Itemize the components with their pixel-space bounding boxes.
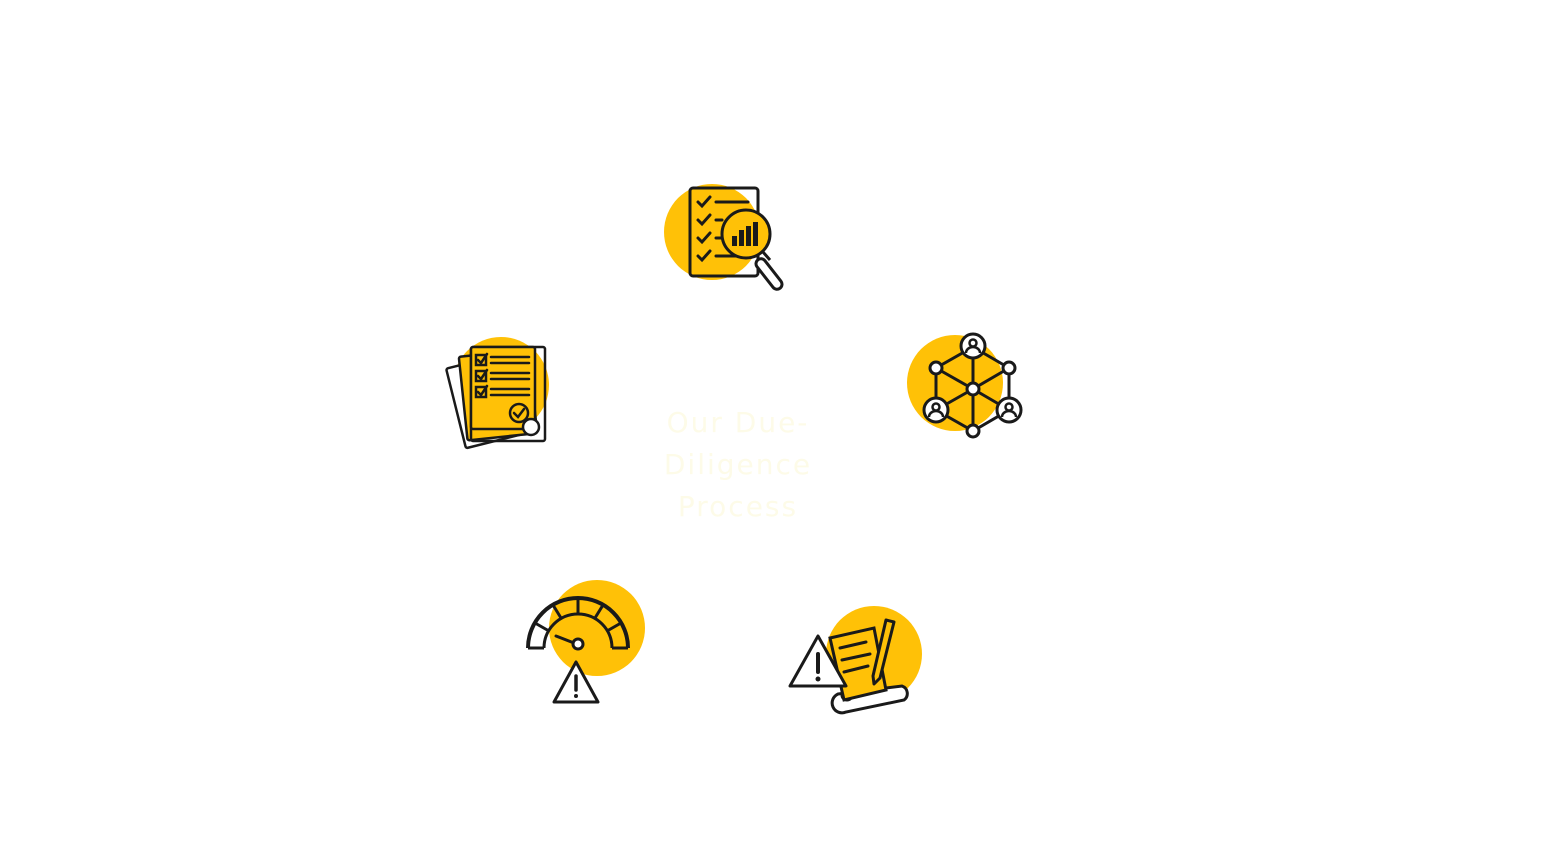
network-people-hub-icon: [907, 332, 1023, 439]
checklist-magnifier-chart-icon: [664, 184, 784, 291]
speedometer-warning-icon: [526, 580, 645, 704]
node-documentation: [445, 335, 555, 450]
center-title: Our Due-Diligence Process: [663, 406, 813, 523]
node-legal-risk: [786, 604, 926, 719]
node-risk-gauge: [520, 578, 655, 708]
node-analysis: [660, 182, 795, 297]
node-network: [905, 330, 1030, 445]
warning-document-signature-icon: [788, 606, 922, 715]
stacked-checklist-documents-icon: [445, 337, 549, 450]
